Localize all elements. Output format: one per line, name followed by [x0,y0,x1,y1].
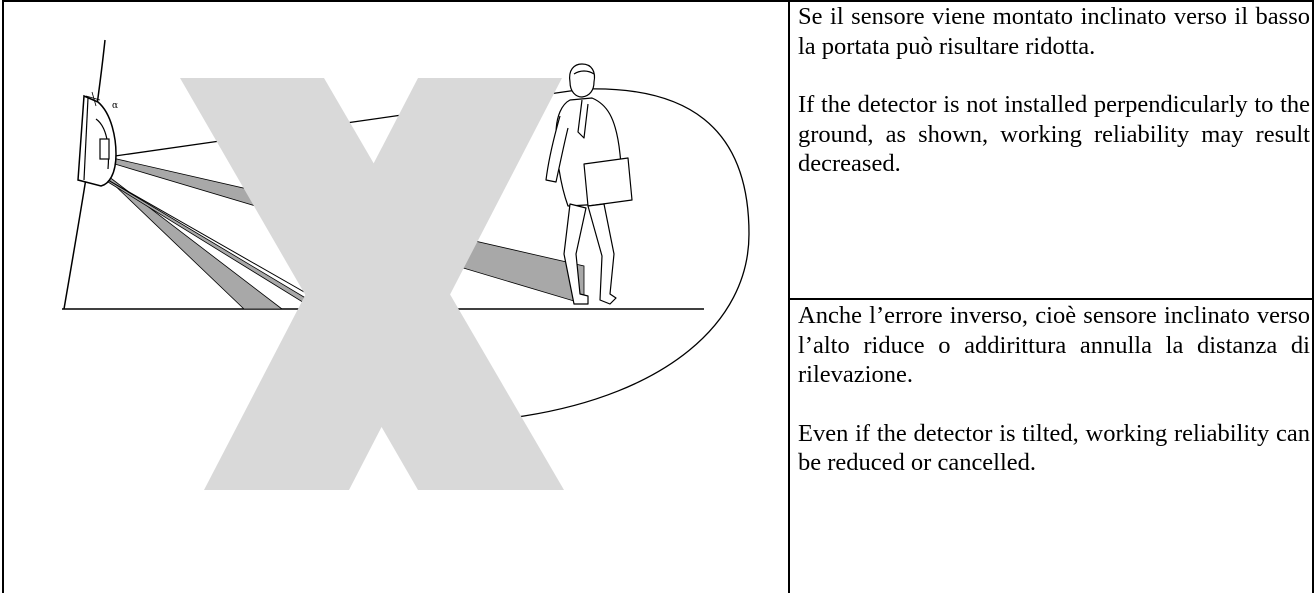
detector-device [77,94,117,187]
table-top-border [2,0,1314,2]
installation-illustration: α [4,4,784,593]
note-upward-tilt: Anche l’errore inverso, cioè sensore inc… [798,301,1310,478]
note-italian: Anche l’errore inverso, cioè sensore inc… [798,302,1310,388]
cross-overlay [180,78,564,490]
illustration-svg: α [62,39,750,490]
note-english: If the detector is not installed perpend… [798,91,1310,177]
person-figure [545,63,633,305]
column-divider [788,0,790,593]
note-downward-tilt: Se il sensore viene montato inclinato ve… [798,2,1310,179]
table-left-border [2,0,4,593]
tilt-angle-marker: α [85,91,118,111]
row-divider [788,298,1314,300]
note-italian: Se il sensore viene montato inclinato ve… [798,3,1310,60]
beam-ray [107,179,335,310]
angle-symbol: α [112,101,118,111]
table-right-border [1312,0,1314,593]
note-english: Even if the detector is tilted, working … [798,419,1310,477]
